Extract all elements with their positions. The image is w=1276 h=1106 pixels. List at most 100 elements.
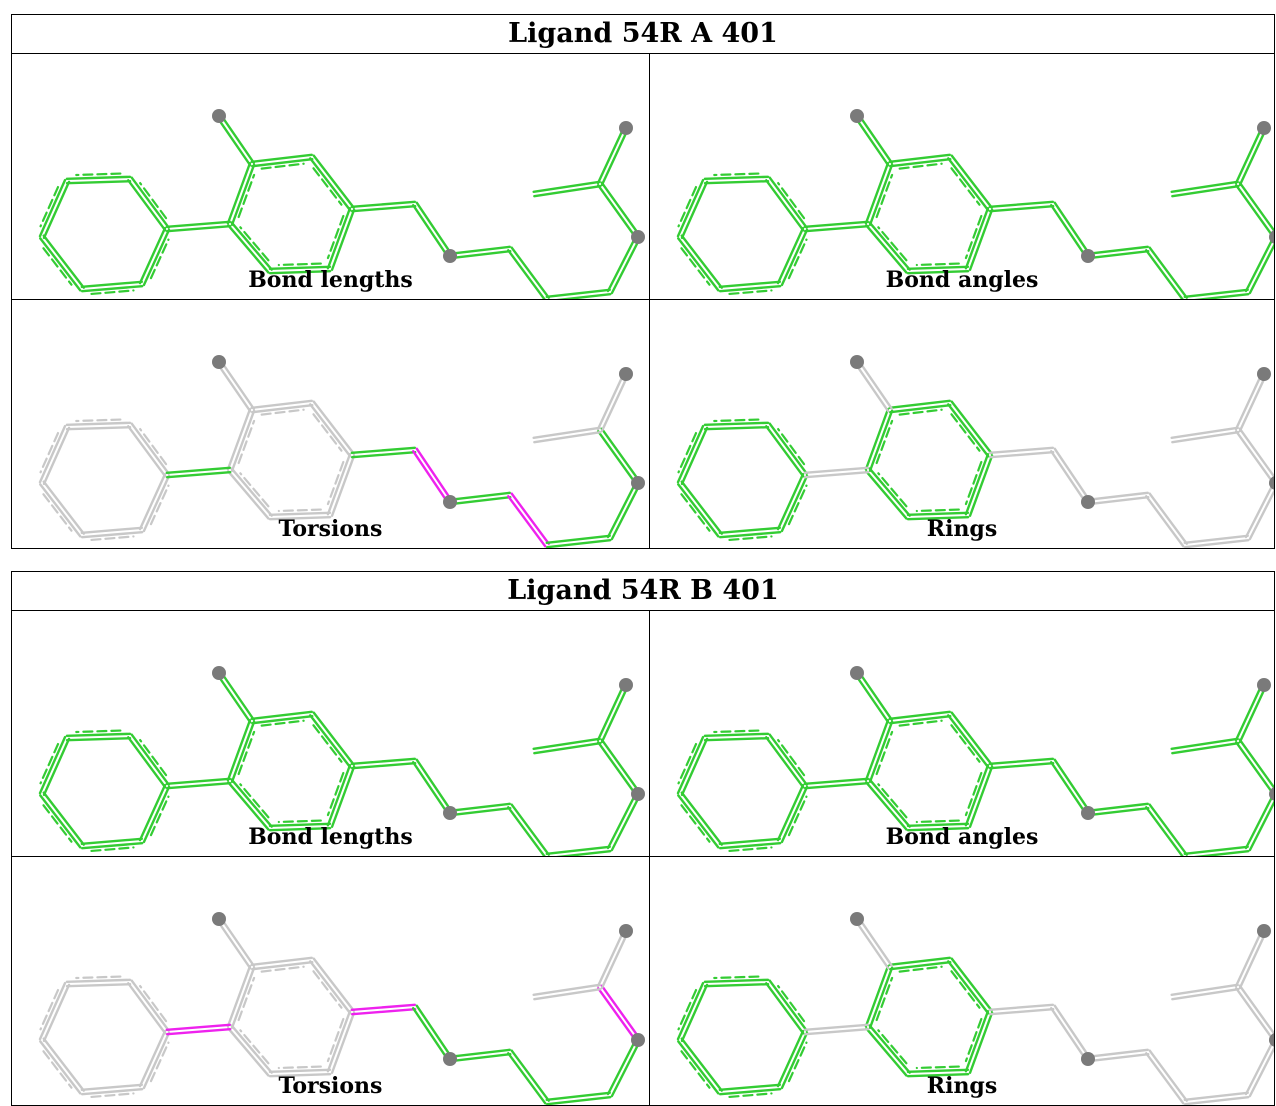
bond xyxy=(950,400,993,455)
bond xyxy=(251,714,314,725)
bond xyxy=(988,1003,1055,1012)
bond xyxy=(38,178,67,238)
bond xyxy=(947,960,990,1015)
bond xyxy=(80,1083,144,1092)
bond xyxy=(1248,800,1274,852)
bond xyxy=(80,284,144,293)
bond xyxy=(596,371,626,431)
bond xyxy=(703,175,770,181)
atom-sphere xyxy=(1081,806,1095,820)
bond xyxy=(1235,741,1274,797)
bond xyxy=(309,403,352,458)
bond xyxy=(728,535,773,542)
bond xyxy=(1235,184,1274,240)
bond xyxy=(718,530,782,539)
bond xyxy=(865,1027,908,1077)
atom-sphere xyxy=(212,109,226,123)
bond xyxy=(677,742,698,785)
bond xyxy=(964,207,990,270)
bond xyxy=(1053,201,1092,256)
bond xyxy=(532,737,601,751)
bond xyxy=(676,178,705,238)
atom-sphere xyxy=(850,355,864,369)
bond xyxy=(728,1092,773,1099)
bond xyxy=(988,757,1055,766)
bond xyxy=(545,1091,611,1102)
bond xyxy=(226,965,252,1028)
view-label: Bond lengths xyxy=(248,824,413,850)
bond xyxy=(853,362,890,413)
atom-sphere xyxy=(1081,249,1095,263)
bond xyxy=(138,1029,167,1088)
bond xyxy=(230,467,273,517)
bond xyxy=(127,179,167,232)
bond xyxy=(1248,243,1274,295)
bond xyxy=(237,976,256,1022)
bond xyxy=(42,1050,73,1089)
bond xyxy=(510,803,550,856)
bond xyxy=(718,280,782,289)
bond xyxy=(776,472,805,531)
bond xyxy=(165,224,232,233)
bond xyxy=(765,179,805,232)
bond xyxy=(713,975,760,980)
bond xyxy=(680,426,709,486)
bond xyxy=(65,175,132,181)
bond xyxy=(868,966,894,1029)
bond xyxy=(326,764,352,827)
bond xyxy=(1248,489,1274,541)
bond xyxy=(1183,1091,1249,1102)
bond xyxy=(1244,791,1274,850)
bond xyxy=(597,741,638,797)
bond xyxy=(38,981,67,1041)
atom-sphere xyxy=(850,912,864,926)
bond xyxy=(950,167,981,206)
bond xyxy=(142,785,171,844)
bond xyxy=(1244,234,1274,293)
bond xyxy=(312,167,343,206)
bond xyxy=(868,778,911,828)
bond xyxy=(80,841,144,850)
bond xyxy=(165,777,232,786)
atom-sphere xyxy=(212,912,226,926)
bond xyxy=(868,467,911,517)
view-label: Bond angles xyxy=(885,824,1039,850)
bond xyxy=(776,226,805,285)
bond xyxy=(80,280,144,289)
bond xyxy=(718,837,782,846)
bond xyxy=(988,761,1055,770)
bond xyxy=(864,965,890,1028)
bond xyxy=(803,1023,870,1032)
bond xyxy=(1148,492,1188,545)
bond xyxy=(703,982,770,988)
bond xyxy=(1238,127,1268,187)
bond xyxy=(1087,1052,1150,1063)
bond xyxy=(803,1027,870,1036)
bond xyxy=(149,238,170,280)
bond xyxy=(449,1052,512,1063)
bond xyxy=(1183,845,1249,856)
bond xyxy=(1248,1046,1274,1098)
bond xyxy=(768,422,808,475)
bond xyxy=(1171,430,1240,444)
bond xyxy=(330,208,356,271)
bond xyxy=(606,480,638,539)
bond xyxy=(39,742,60,785)
bond xyxy=(596,682,626,742)
bond xyxy=(600,984,641,1040)
bond xyxy=(888,153,951,164)
bond xyxy=(237,730,256,776)
bond xyxy=(1148,246,1188,299)
bond xyxy=(610,793,642,852)
bond xyxy=(239,472,270,508)
bond xyxy=(237,419,256,465)
atom-sphere xyxy=(619,121,633,135)
bond xyxy=(988,1007,1055,1016)
bond xyxy=(1086,245,1149,256)
bond xyxy=(42,426,71,486)
bond xyxy=(411,450,450,505)
bond xyxy=(677,483,720,538)
bond xyxy=(330,454,356,517)
bond xyxy=(130,176,170,229)
bond xyxy=(277,262,322,267)
